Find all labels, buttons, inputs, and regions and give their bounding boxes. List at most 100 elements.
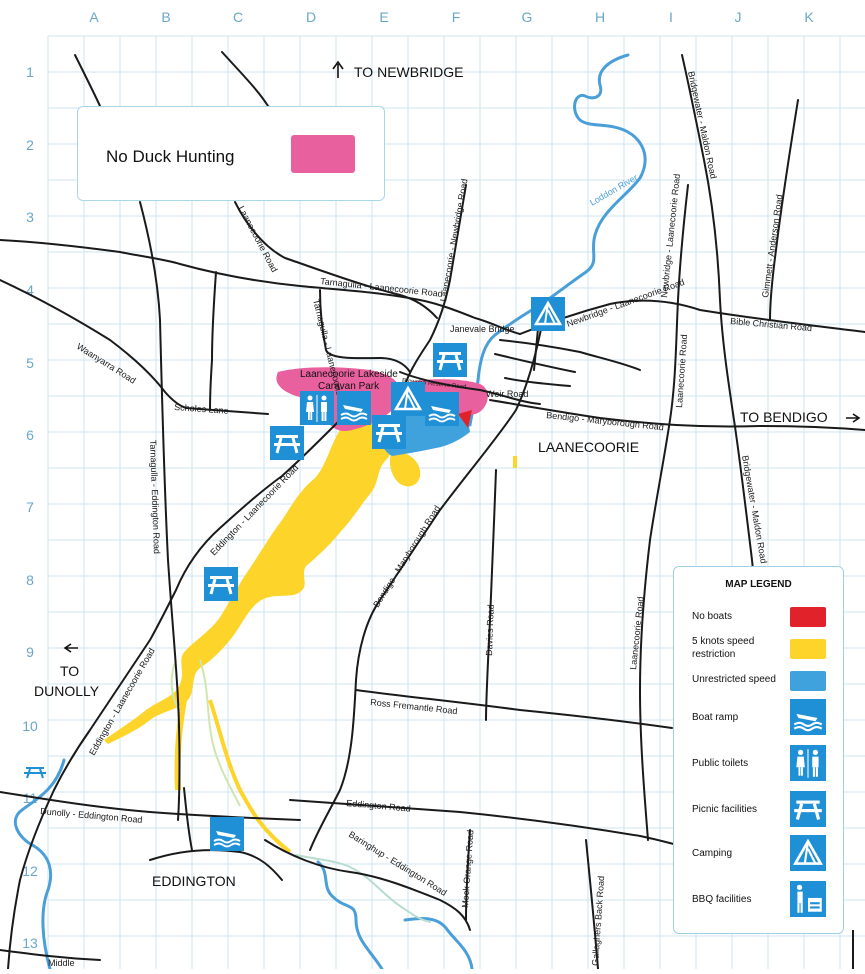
- legend-label: Picnic facilities: [692, 804, 758, 815]
- column-label: G: [522, 9, 533, 25]
- arrow-left-icon: [63, 643, 78, 653]
- road: [681, 54, 759, 621]
- road-label: Davies Road: [484, 604, 496, 656]
- column-label: D: [306, 9, 316, 25]
- five-knots-channel: [208, 699, 292, 854]
- road-label: Weir Road: [486, 389, 528, 399]
- row-label: 4: [26, 282, 34, 298]
- legend-title: MAP LEGEND: [725, 579, 792, 590]
- row-label: 12: [22, 863, 38, 879]
- road-label: Bridgewater - Maldon Road: [740, 455, 769, 565]
- column-label: I: [669, 9, 673, 25]
- camping-icon: [389, 380, 427, 418]
- road: [209, 271, 217, 411]
- row-label: 2: [26, 137, 34, 153]
- five-knots-water: [104, 421, 392, 744]
- five-knots-zone: [104, 421, 421, 854]
- road: [149, 849, 283, 881]
- legend-label: Public toilets: [692, 758, 749, 769]
- road-label: Laanecoorie - Newbridge Road: [438, 178, 469, 302]
- road: [0, 949, 101, 961]
- row-label: 5: [26, 355, 34, 371]
- arrow-right-icon: [846, 413, 861, 423]
- picnic-icon: [790, 791, 826, 827]
- loddon-river-line: [468, 53, 647, 427]
- row-label: 7: [26, 499, 34, 515]
- row-label: 10: [22, 718, 38, 734]
- row-label: 9: [26, 644, 34, 660]
- camping-icon: [790, 835, 826, 871]
- direction-label-newbridge: TO NEWBRIDGE: [354, 64, 463, 80]
- row-label: 1: [26, 64, 34, 80]
- road: [769, 99, 799, 321]
- road: [319, 289, 411, 373]
- road-label: Laanecoorie Road: [628, 596, 646, 670]
- no-duck-hunting-key: No Duck Hunting: [77, 106, 385, 201]
- column-label: E: [379, 9, 388, 25]
- column-label: K: [804, 9, 814, 25]
- direction-label-dunolly: DUNOLLY: [34, 683, 100, 699]
- boat-ramp-icon: [424, 391, 460, 427]
- road: [489, 399, 865, 431]
- river-label: Loddon River: [588, 172, 639, 207]
- column-labels: A B C D E F G H I J K: [89, 9, 814, 25]
- place-labels: Laanecoorie Lakeside Caravan Park LAANEC…: [152, 369, 639, 889]
- column-label: J: [735, 9, 742, 25]
- picnic-icon: [268, 424, 306, 462]
- toilets-icon: [790, 745, 826, 781]
- road-label: Eddington - Laanecoorie Road: [87, 646, 157, 757]
- five-knots-arm: [282, 520, 300, 589]
- road-label: Bible Christian Road: [730, 316, 813, 333]
- boat-ramp-icon: [336, 390, 372, 426]
- direction-label-dunolly: TO: [60, 663, 79, 679]
- road: [139, 201, 181, 821]
- eddington-creek-line: [316, 860, 384, 971]
- road-label: Bendigo - Maryborough Road: [371, 504, 442, 609]
- road: [7, 419, 341, 970]
- row-label: 13: [22, 935, 38, 951]
- row-label: 8: [26, 572, 34, 588]
- road: [289, 799, 691, 849]
- road: [465, 829, 471, 921]
- legend-label: Camping: [692, 848, 733, 859]
- caravan-park-label: Caravan Park: [318, 381, 380, 392]
- road-label: Bridgewater - Maldon Road: [686, 70, 719, 179]
- legend-swatch-no-boats: [790, 607, 826, 627]
- legend-swatch-unrestricted: [790, 671, 826, 691]
- bbq-icon: [790, 881, 826, 917]
- picnic-icon: [431, 341, 469, 379]
- road: [74, 54, 101, 107]
- map-facilities: [24, 295, 567, 852]
- road: [485, 469, 497, 721]
- legend-label: Boat ramp: [692, 712, 739, 723]
- road: [639, 184, 689, 841]
- road-label: Tarnagulla - Laanecoorie Road: [320, 276, 443, 299]
- road: [221, 51, 269, 107]
- road: [264, 839, 471, 931]
- road-label: Gallaghers Back Road: [590, 876, 606, 967]
- arrow-up-icon: [332, 60, 344, 78]
- camping-icon: [529, 295, 567, 333]
- boat-ramp-icon: [790, 699, 826, 735]
- legend-label: 5 knots speed restriction: [692, 636, 755, 660]
- road-label: Tarnagulla - Eddington Road: [148, 440, 162, 554]
- rivers: [13, 53, 647, 971]
- no-duck-hunting-label: No Duck Hunting: [106, 147, 235, 166]
- direction-label-bendigo: TO BENDIGO: [740, 409, 828, 425]
- picnic-icon: [202, 565, 240, 603]
- roads: [0, 51, 865, 970]
- town-label-eddington: EDDINGTON: [152, 873, 236, 889]
- road: [504, 377, 571, 387]
- baringhup-creek-line: [403, 916, 474, 971]
- five-knots-inlet: [389, 451, 421, 487]
- road: [0, 791, 301, 821]
- road: [404, 184, 467, 386]
- picnic-icon: [370, 413, 408, 451]
- town-marker: [513, 456, 517, 468]
- road: [183, 787, 193, 851]
- caravan-park-label: Laanecoorie Lakeside: [300, 369, 398, 380]
- row-label: 6: [26, 427, 34, 443]
- direction-labels: TO NEWBRIDGE TO BENDIGO TO DUNOLLY: [34, 60, 861, 699]
- picnic-icon: [24, 767, 46, 779]
